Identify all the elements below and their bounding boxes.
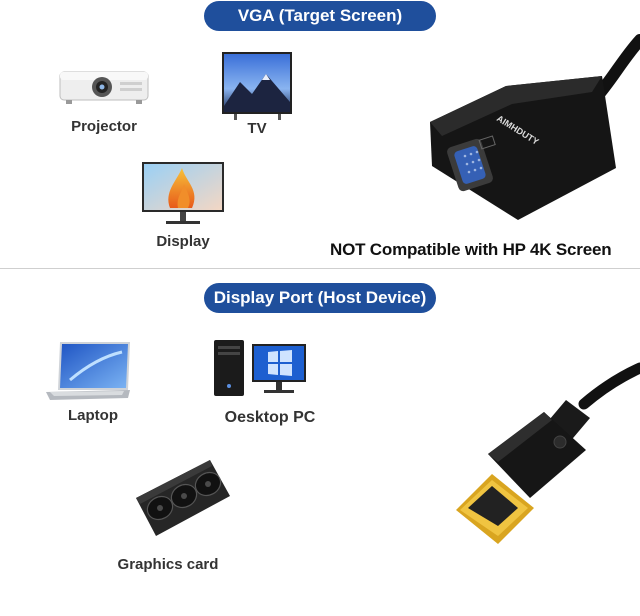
section-divider bbox=[0, 268, 640, 269]
laptop-icon bbox=[46, 340, 132, 402]
desktop-pc-label: Oesktop PC bbox=[224, 409, 316, 426]
display-label: Display bbox=[156, 233, 210, 250]
desktop-pc-icon bbox=[212, 338, 308, 400]
displayport-cable-image bbox=[448, 358, 640, 548]
tv-icon bbox=[218, 48, 296, 122]
vga-adapter-image: AIMHDUTY bbox=[422, 0, 640, 226]
laptop-label: Laptop bbox=[68, 407, 118, 424]
vga-section-title: VGA (Target Screen) bbox=[204, 1, 436, 31]
compatibility-notice: NOT Compatible with HP 4K Screen bbox=[330, 240, 612, 259]
displayport-section-title: Display Port (Host Device) bbox=[204, 283, 436, 313]
monitor-icon bbox=[140, 160, 226, 226]
graphics-card-label: Graphics card bbox=[117, 556, 219, 573]
projector-label: Projector bbox=[71, 118, 137, 135]
tv-label: TV bbox=[247, 120, 267, 137]
projector-icon bbox=[58, 66, 150, 106]
graphics-card-icon bbox=[132, 456, 232, 540]
